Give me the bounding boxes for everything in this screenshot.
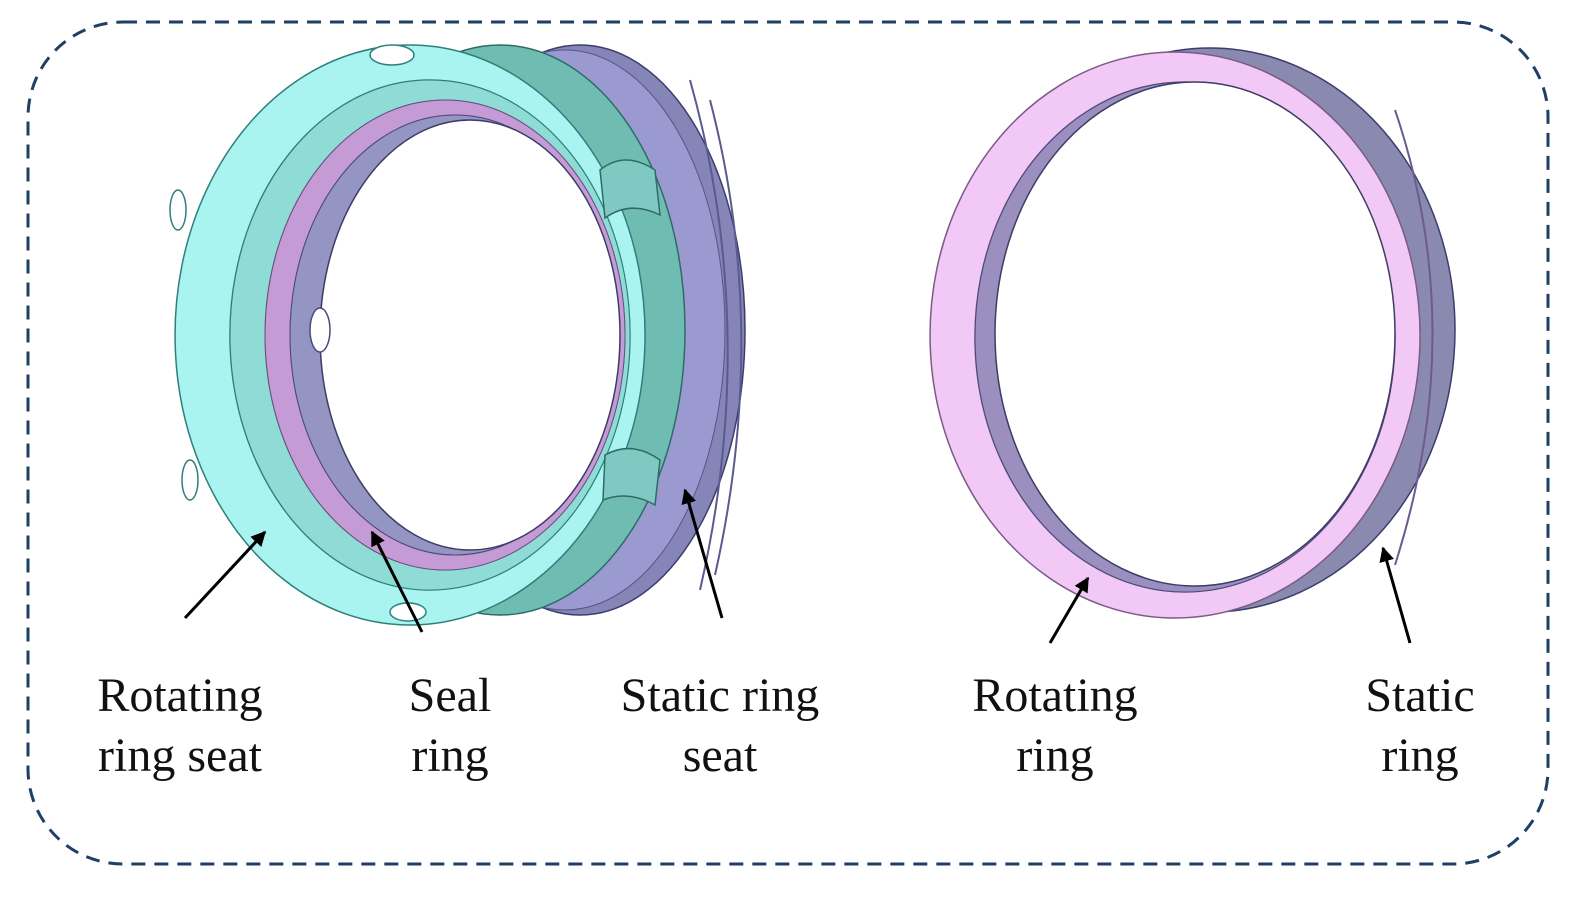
- through-hole: [319, 119, 621, 551]
- label-rotating-ring-seat-line1: Rotating: [97, 669, 263, 722]
- notch-left-lower: [181, 459, 199, 501]
- label-static-ring: Static ring: [1340, 666, 1500, 786]
- notch-inner: [309, 307, 331, 353]
- slot-pocket-upper: [599, 159, 661, 220]
- arrow-seal-ring: [370, 530, 424, 633]
- dashed-frame: [26, 20, 1550, 866]
- label-rotating-ring-seat-line2: ring seat: [98, 729, 262, 782]
- static-ring-seat-groove: [689, 79, 729, 591]
- static-ring-groove: [1394, 109, 1434, 566]
- label-rotating-ring-line2: ring: [1016, 729, 1094, 782]
- label-static-ring-seat-line2: seat: [682, 729, 758, 782]
- label-seal-ring-line1: Seal: [408, 669, 492, 722]
- left-assembly: [169, 44, 746, 633]
- label-static-ring-seat: Static ring seat: [585, 666, 855, 786]
- label-seal-ring: Seal ring: [370, 666, 530, 786]
- label-rotating-ring-line1: Rotating: [972, 669, 1138, 722]
- arrow-rotating-ring: [1048, 576, 1090, 644]
- label-rotating-ring: Rotating ring: [935, 666, 1175, 786]
- arrow-static-ring: [1379, 546, 1412, 644]
- label-seal-ring-line2: ring: [411, 729, 489, 782]
- notch-top: [369, 44, 415, 66]
- slot-pocket-lower: [602, 447, 661, 507]
- arrow-static-ring-seat: [681, 488, 724, 619]
- right-assembly: [929, 47, 1456, 644]
- label-static-ring-line2: ring: [1381, 729, 1459, 782]
- label-static-ring-seat-line1: Static ring: [620, 669, 820, 722]
- ring-hole: [994, 81, 1396, 587]
- label-static-ring-line1: Static: [1365, 669, 1475, 722]
- notch-left-upper: [169, 189, 187, 231]
- label-rotating-ring-seat: Rotating ring seat: [60, 666, 300, 786]
- arrow-rotating-ring-seat: [183, 530, 267, 620]
- static-ring-seat-groove-2: [709, 99, 743, 576]
